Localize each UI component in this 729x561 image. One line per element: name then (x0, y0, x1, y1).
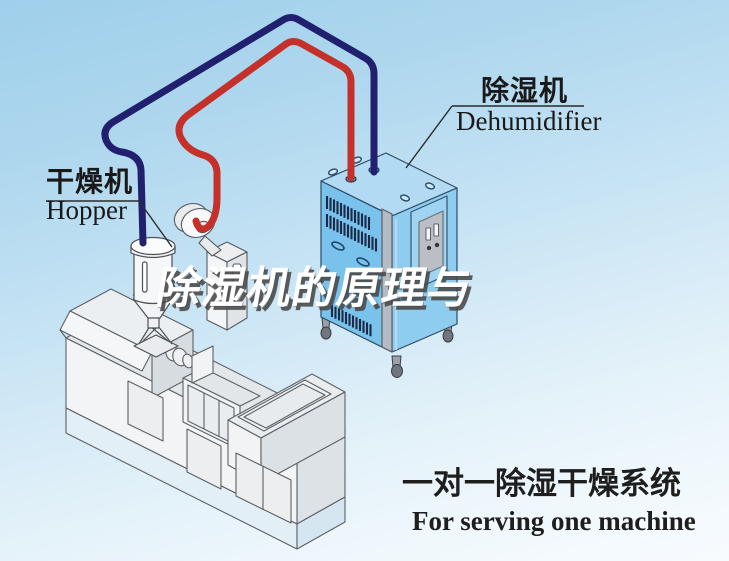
blower-column-slot (232, 263, 242, 287)
hopper-leader-line (138, 200, 173, 248)
hopper-neck (147, 316, 160, 329)
panel-mid (186, 428, 222, 490)
gearbox-slope-face (59, 310, 153, 372)
dehumidifier-leader-line (405, 105, 453, 169)
dehumidifier-unit (320, 152, 458, 378)
vent-slats (325, 196, 378, 337)
label-leader-lines (46, 105, 584, 248)
dehumidifier-label-zh: 除湿机 (481, 75, 569, 106)
handle-slot-upper (331, 241, 345, 251)
navy-return-pipe (101, 14, 378, 247)
dehumidifier-corner-post (381, 208, 393, 353)
dehumidifier-label-en: Dehumidifier (456, 106, 602, 137)
caster-wheels (320, 317, 454, 378)
hopper-label-zh: 干燥机 (46, 166, 134, 197)
handle-slot-lower (356, 257, 370, 267)
system-caption: 一对一除湿干燥系统 For serving one machine (402, 458, 696, 537)
red-supply-pipe (175, 38, 355, 233)
cabinet-top-inset-inner (243, 383, 326, 429)
hopper-label: 干燥机 Hopper (46, 167, 133, 225)
system-caption-en: For serving one machine (412, 506, 696, 536)
blower-elbow (198, 235, 222, 257)
hopper-sight-glass (141, 261, 148, 293)
lifting-eyelets (327, 156, 436, 202)
system-caption-zh: 一对一除湿干燥系统 (402, 466, 681, 501)
panel-left (127, 380, 164, 442)
control-buttons (426, 242, 440, 251)
control-displays (425, 223, 439, 241)
extruder-machine (59, 288, 346, 550)
hopper-label-en: Hopper (46, 195, 127, 226)
dehumidifier-label: 除湿机 Dehumidifier (456, 75, 626, 136)
watermark-text: 除湿机的原理与 (152, 264, 477, 313)
blower-column-right (226, 251, 248, 331)
extruder-skirt-right (296, 496, 346, 550)
